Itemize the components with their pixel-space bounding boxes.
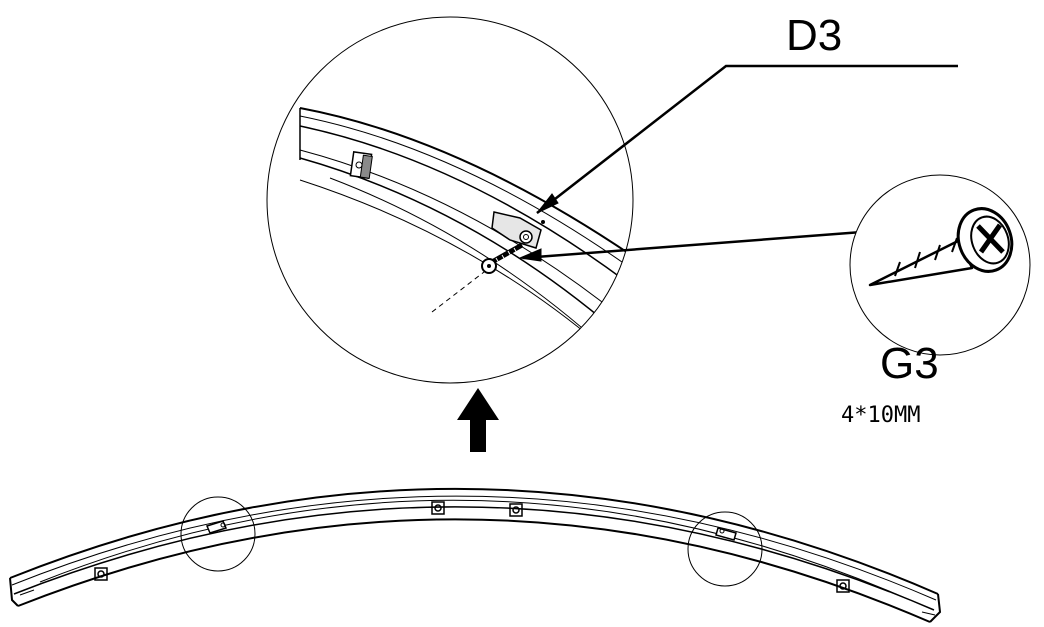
- screw-small: [481, 242, 524, 274]
- bracket-icon: [491, 211, 545, 249]
- rail-slot: [836, 579, 850, 593]
- magnified-detail: [266, 16, 634, 384]
- bracket-part-label: D3: [786, 11, 842, 60]
- rail-slot: [509, 503, 523, 517]
- rail-slot: [431, 501, 445, 515]
- rail-slot: [94, 567, 108, 581]
- detail-locator-left: [180, 496, 256, 572]
- rail-block: [349, 151, 373, 179]
- curved-rail: [9, 487, 942, 623]
- arrow-up-icon: [457, 388, 499, 452]
- screw-size-label: 4*10MM: [841, 403, 920, 428]
- screw-part-label: G3: [880, 339, 939, 388]
- detail-locator-right: [687, 511, 763, 587]
- leader-lines: [518, 64, 958, 262]
- screw-callout: [849, 174, 1031, 356]
- screw-icon: [868, 207, 1014, 287]
